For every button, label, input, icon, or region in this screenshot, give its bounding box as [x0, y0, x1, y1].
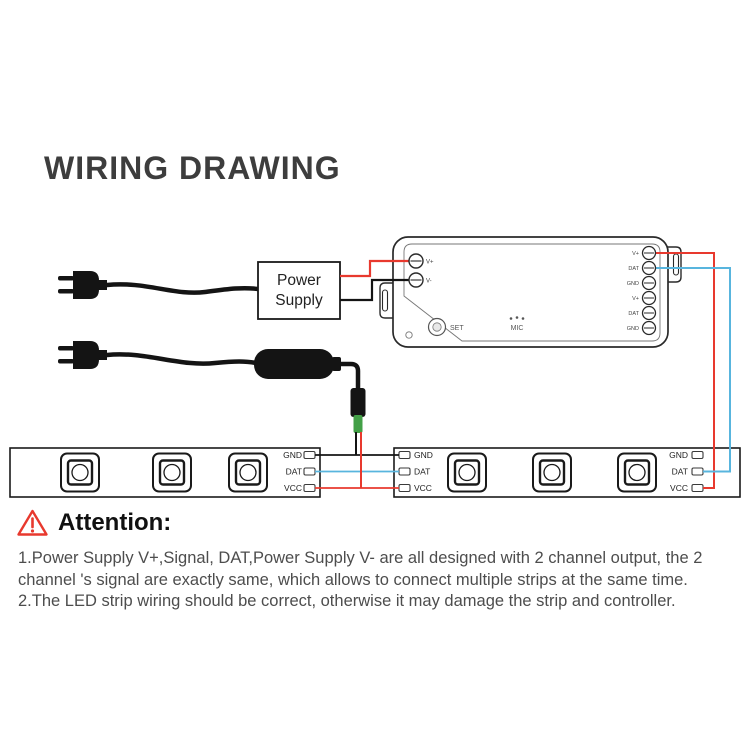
power-supply-label-line1: Power [277, 272, 321, 289]
controller-body [392, 236, 669, 348]
dc-connector [350, 388, 366, 417]
controller-terminals: V+ V- V+ DAT GND V+ DAT GND SET [408, 245, 657, 337]
strip-terminals-left-group: GND DAT VCC [283, 450, 316, 493]
mounting-slot [381, 289, 389, 312]
solder-pad [303, 450, 316, 460]
solder-pad [303, 483, 316, 493]
terminal-label: V+ [426, 260, 434, 266]
terminal-label: V+ [632, 296, 639, 302]
terminal-label: V- [426, 279, 432, 285]
mounting-slot [672, 253, 680, 276]
solder-pad [303, 467, 316, 476]
strip-terminal-label-gnd: GND [414, 450, 433, 460]
wire-v-minus [340, 278, 410, 302]
solder-pad [691, 483, 704, 493]
plug-body [73, 271, 99, 299]
led-module [447, 452, 487, 493]
note-line: 1.Power Supply V+,Signal, DAT,Power Supp… [18, 549, 703, 567]
dc-connector-tip [353, 415, 363, 433]
solder-pad [398, 483, 411, 493]
strip-terminal-label-vcc: VCC [414, 483, 432, 493]
led-controller [379, 236, 682, 348]
solder-pad [691, 450, 704, 460]
terminal-label: V+ [632, 251, 639, 257]
solder-pad [398, 467, 411, 476]
strip-terminal-label-dat: DAT [414, 466, 430, 476]
adapter-body [254, 349, 334, 379]
attention-header: Attention: [16, 508, 171, 538]
strip-terminal-label-dat: DAT [286, 466, 302, 476]
led-module [60, 452, 100, 493]
screw-hole [405, 331, 413, 339]
mic-hole [521, 317, 525, 320]
led-module [617, 452, 657, 493]
note-line: 2.The LED strip wiring should be correct… [18, 592, 676, 610]
set-label: SET [450, 325, 464, 332]
led-module [228, 452, 268, 493]
set-button-cap [432, 322, 442, 332]
solder-pad [691, 467, 704, 476]
terminal-label: DAT [628, 266, 639, 272]
dc-adapter [254, 349, 366, 488]
plug-neck [98, 280, 107, 290]
strip-terminal-label-dat: DAT [672, 466, 688, 476]
wire-dat-output [656, 267, 731, 473]
mic-hole [515, 316, 519, 319]
terminal-label: GND [627, 281, 639, 287]
strip-terminals-middle-group: GND DAT VCC [398, 450, 433, 493]
power-cord [104, 282, 261, 295]
ac-plug-bottom [58, 341, 259, 369]
ac-plug-top [58, 271, 261, 299]
power-supply-box [257, 261, 341, 320]
wire-vcc-output [656, 252, 715, 489]
led-strip: GND DAT VCC GND DAT VCC GND DAT [9, 447, 741, 498]
attention-heading: Attention: [58, 509, 172, 536]
terminal-label: DAT [628, 311, 639, 317]
power-cord [104, 352, 259, 366]
strip-terminals-right-group: GND DAT VCC [669, 450, 704, 493]
strip-terminal-label-gnd: GND [283, 450, 302, 460]
strip-terminal-label-vcc: VCC [284, 483, 302, 493]
warning-triangle-icon [17, 509, 48, 536]
wire-v-plus [340, 259, 410, 278]
plug-prong [58, 359, 74, 364]
adapter-cable [341, 361, 361, 389]
plug-neck [98, 350, 107, 360]
plug-prong [58, 289, 74, 294]
mic-label: MIC [511, 325, 524, 332]
mic-hole [509, 317, 513, 320]
page-title: WIRING DRAWING [44, 150, 341, 186]
note-line: channel 's signal are exactly same, whic… [18, 570, 688, 589]
adapter-nub [332, 357, 341, 371]
solder-pad [398, 450, 411, 460]
plug-prong [58, 346, 74, 351]
terminal-label: GND [627, 326, 639, 332]
strip-terminal-label-gnd: GND [669, 450, 688, 460]
power-supply: Power Supply [257, 261, 341, 320]
attention-notes: 1.Power Supply V+,Signal, DAT,Power Supp… [18, 548, 744, 613]
led-module [152, 452, 192, 493]
controller-inner-outline [403, 243, 661, 342]
power-supply-label-line2: Supply [275, 292, 323, 309]
plug-prong [58, 276, 74, 281]
led-module [532, 452, 572, 493]
plug-body [73, 341, 99, 369]
strip-terminal-label-vcc: VCC [670, 483, 688, 493]
